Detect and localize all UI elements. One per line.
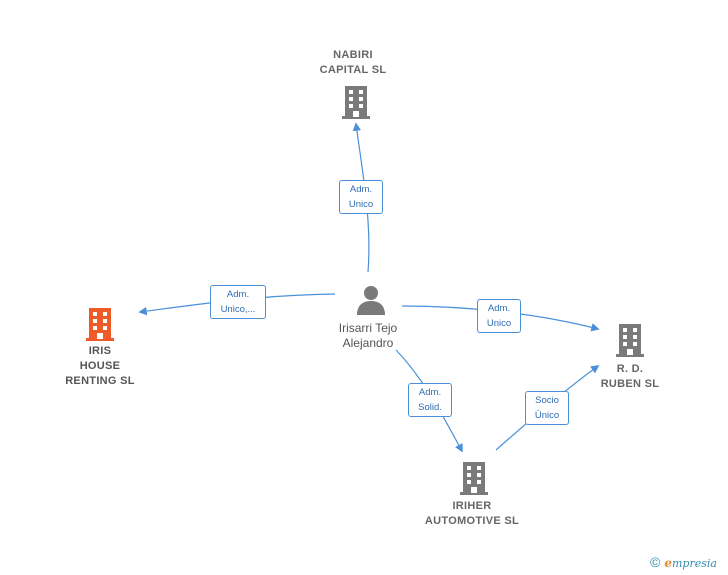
edge-label-adm-unico-nabiri[interactable]: Adm. Unico [339,180,383,214]
node-label-nabiri-capital[interactable]: NABIRI CAPITAL SL [319,49,387,76]
person-label-irisarri-tejo[interactable]: Irisarri Tejo Alejandro [338,321,398,350]
brand-initial: e [664,556,672,570]
copyright-icon: © [650,554,661,570]
person-icon[interactable] [355,284,387,316]
brand-name: mpresia [671,557,717,570]
node-label-iris-house-renting[interactable]: IRIS HOUSE RENTING SL [65,345,135,387]
edge-label-adm-unico-iris[interactable]: Adm. Unico,... [210,285,266,319]
footer-brand: ©empresia [650,554,717,570]
building-icon[interactable] [458,460,490,496]
node-label-rd-ruben[interactable]: R. D. RUBEN SL [600,363,660,390]
node-label-iriher-automotive[interactable]: IRIHER AUTOMOTIVE SL [424,500,520,527]
edge-label-adm-solid-iriher[interactable]: Adm. Solid. [408,383,452,417]
building-icon[interactable] [614,322,646,358]
building-icon-highlight[interactable] [84,306,116,342]
edge-label-adm-unico-ruben[interactable]: Adm. Unico [477,299,521,333]
edge-label-socio-unico-ruben[interactable]: Socio Único [525,391,569,425]
building-icon[interactable] [340,84,372,120]
